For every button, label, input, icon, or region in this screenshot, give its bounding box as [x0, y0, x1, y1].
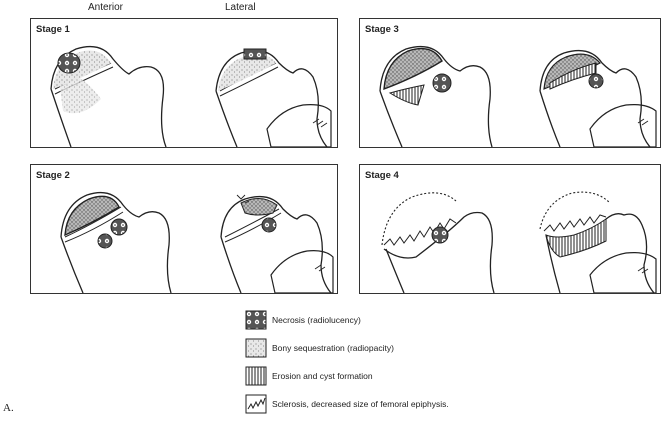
stage-4-illustration [360, 165, 660, 293]
figure-label: A. [3, 402, 14, 414]
sclerosis-swatch-icon [245, 394, 267, 414]
stage-4-panel: Stage 4 [359, 164, 661, 294]
stage-3-panel: Stage 3 [359, 18, 661, 148]
stage-2-illustration [31, 165, 337, 293]
lateral-column-label: Lateral [225, 2, 256, 13]
necrosis-swatch-icon [245, 310, 267, 330]
legend-label-sequestration: Bony sequestration (radiopacity) [272, 343, 394, 353]
stage-1-panel: Stage 1 [30, 18, 338, 148]
stage-3-illustration [360, 19, 660, 147]
anterior-column-label: Anterior [88, 2, 123, 13]
legend-label-erosion: Erosion and cyst formation [272, 371, 373, 381]
stage-1-illustration [31, 19, 337, 147]
sequestration-swatch-icon [245, 338, 267, 358]
erosion-swatch-icon [245, 366, 267, 386]
legend-label-necrosis: Necrosis (radiolucency) [272, 315, 361, 325]
stage-2-panel: Stage 2 [30, 164, 338, 294]
legend-label-sclerosis: Sclerosis, decreased size of femoral epi… [272, 399, 449, 409]
